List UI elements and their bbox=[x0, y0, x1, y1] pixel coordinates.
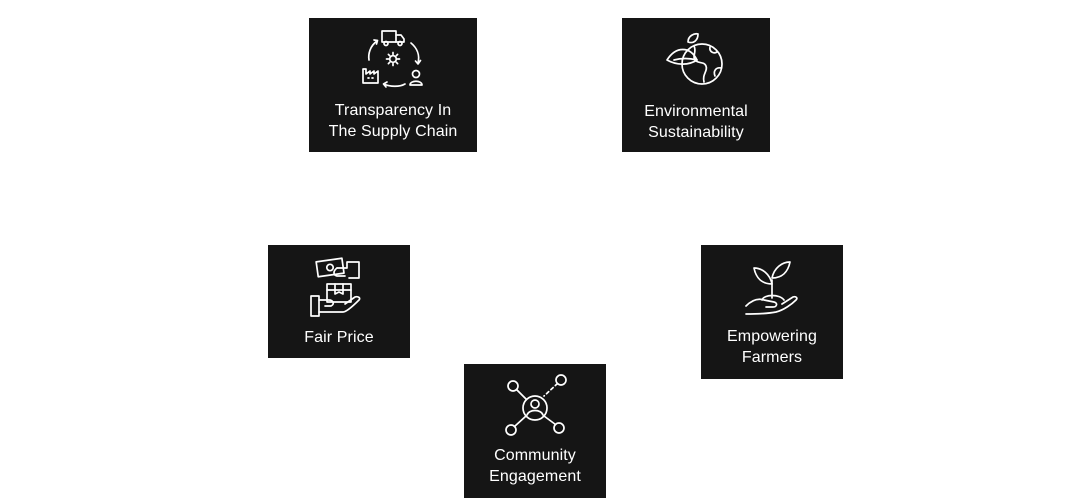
community-network-icon bbox=[505, 374, 567, 436]
card-fair-price: Fair Price bbox=[268, 245, 410, 358]
card-environmental-sustainability: Environmental Sustainability bbox=[622, 18, 770, 152]
card-label: Empowering Farmers bbox=[727, 328, 817, 366]
globe-leaf-icon bbox=[666, 32, 723, 85]
hand-money-box-icon bbox=[310, 257, 361, 317]
card-community-engagement: Community Engagement bbox=[464, 364, 606, 498]
card-transparency-supply-chain: Transparency In The Supply Chain bbox=[309, 18, 477, 152]
card-label: Transparency In The Supply Chain bbox=[328, 102, 458, 140]
card-label: Environmental Sustainability bbox=[644, 103, 748, 141]
supply-chain-cycle-icon bbox=[362, 30, 423, 88]
card-label: Community Engagement bbox=[489, 447, 581, 485]
hand-sprout-icon bbox=[745, 261, 798, 315]
card-empowering-farmers: Empowering Farmers bbox=[701, 245, 843, 379]
card-label: Fair Price bbox=[304, 329, 374, 346]
